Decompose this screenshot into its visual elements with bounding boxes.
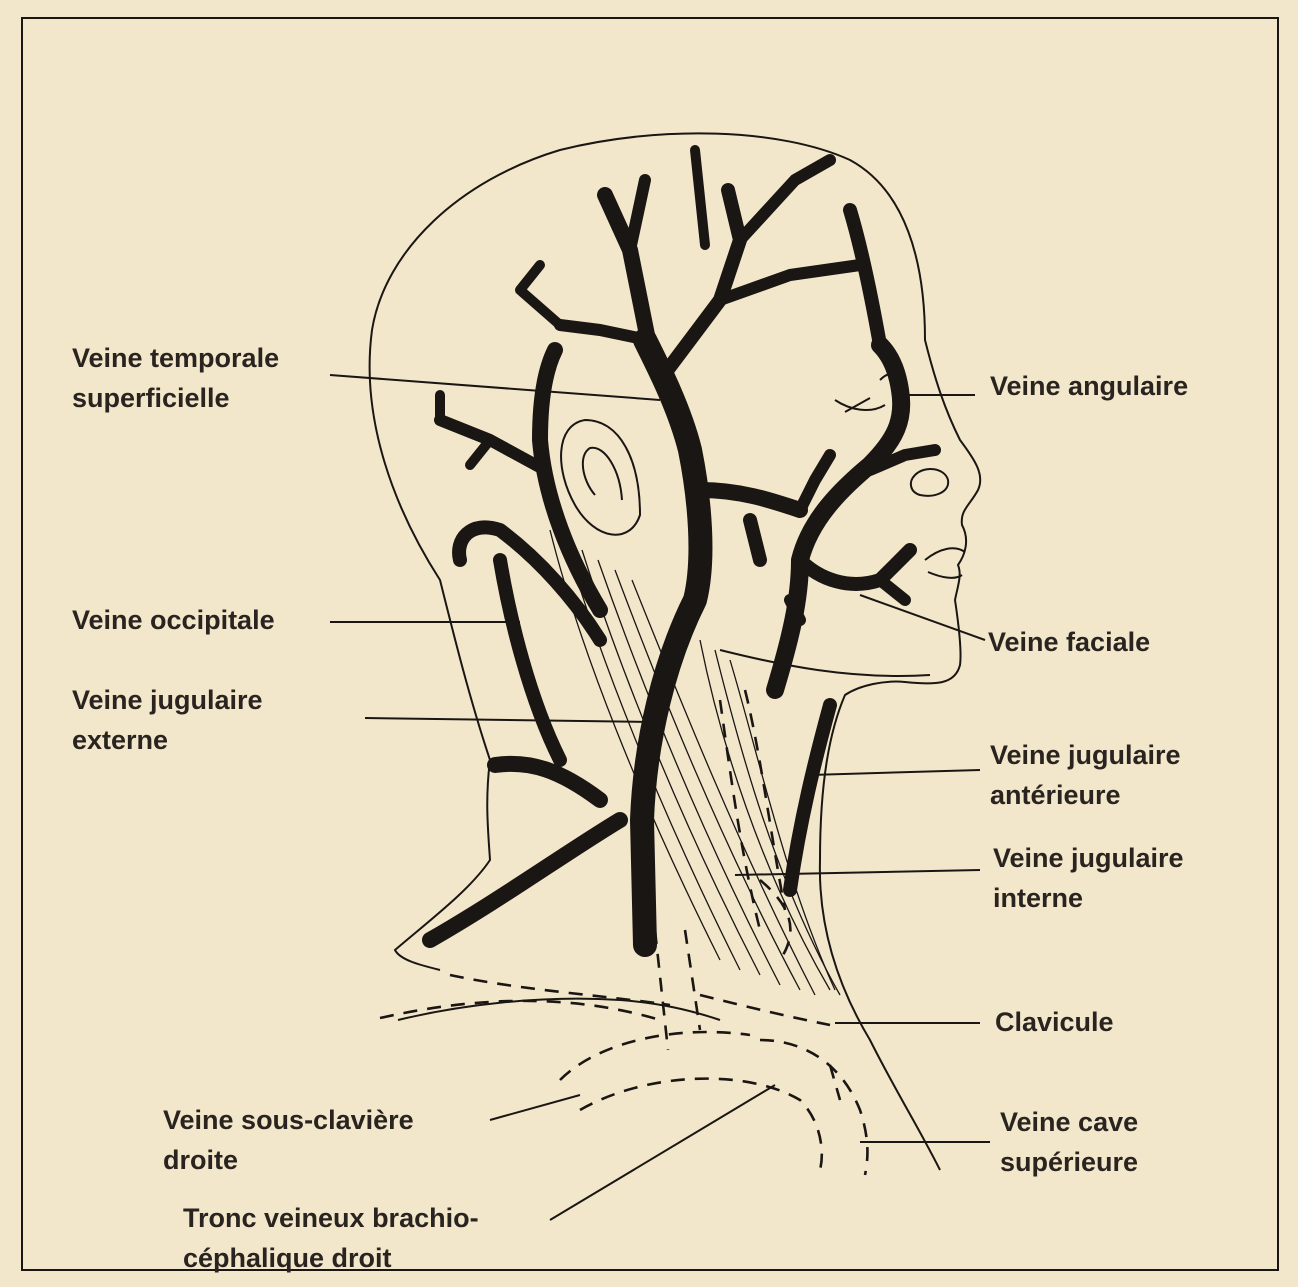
- label-veine-sous-claviere: Veine sous-clavière droite: [163, 1100, 414, 1180]
- internal-jugular-trunk: [642, 340, 700, 945]
- label-veine-jugulaire-anterieure: Veine jugulaire antérieure: [990, 735, 1181, 815]
- label-line: Veine temporale: [72, 338, 279, 378]
- label-veine-jugulaire-externe: Veine jugulaire externe: [72, 680, 263, 760]
- anterior-jugular-vein: [790, 705, 830, 890]
- label-line: Veine jugulaire: [990, 735, 1181, 775]
- label-line: Veine faciale: [988, 622, 1150, 662]
- veins: [430, 150, 935, 945]
- label-veine-cave-superieure: Veine cave supérieure: [1000, 1102, 1138, 1182]
- label-tronc-veineux: Tronc veineux brachio- céphalique droit: [183, 1198, 479, 1278]
- label-line: Clavicule: [995, 1002, 1114, 1042]
- label-veine-angulaire: Veine angulaire: [990, 366, 1188, 406]
- label-line: Veine sous-clavière: [163, 1100, 414, 1140]
- facial-vein: [775, 345, 901, 690]
- label-line: Tronc veineux brachio-: [183, 1198, 479, 1238]
- label-line: céphalique droit: [183, 1238, 479, 1278]
- label-clavicule: Clavicule: [995, 1002, 1114, 1042]
- label-veine-occipitale: Veine occipitale: [72, 600, 275, 640]
- label-veine-faciale: Veine faciale: [988, 622, 1150, 662]
- ear: [561, 420, 640, 535]
- label-line: Veine occipitale: [72, 600, 275, 640]
- label-line: droite: [163, 1140, 414, 1180]
- label-line: supérieure: [1000, 1142, 1138, 1182]
- label-line: superficielle: [72, 378, 279, 418]
- label-veine-jugulaire-interne: Veine jugulaire interne: [993, 838, 1184, 918]
- label-line: Veine jugulaire: [72, 680, 263, 720]
- label-line: externe: [72, 720, 263, 760]
- label-line: antérieure: [990, 775, 1181, 815]
- label-line: Veine jugulaire: [993, 838, 1184, 878]
- label-line: Veine angulaire: [990, 366, 1188, 406]
- label-line: interne: [993, 878, 1184, 918]
- external-jugular-vein: [495, 764, 600, 800]
- label-line: Veine cave: [1000, 1102, 1138, 1142]
- label-veine-temporale: Veine temporale superficielle: [72, 338, 279, 418]
